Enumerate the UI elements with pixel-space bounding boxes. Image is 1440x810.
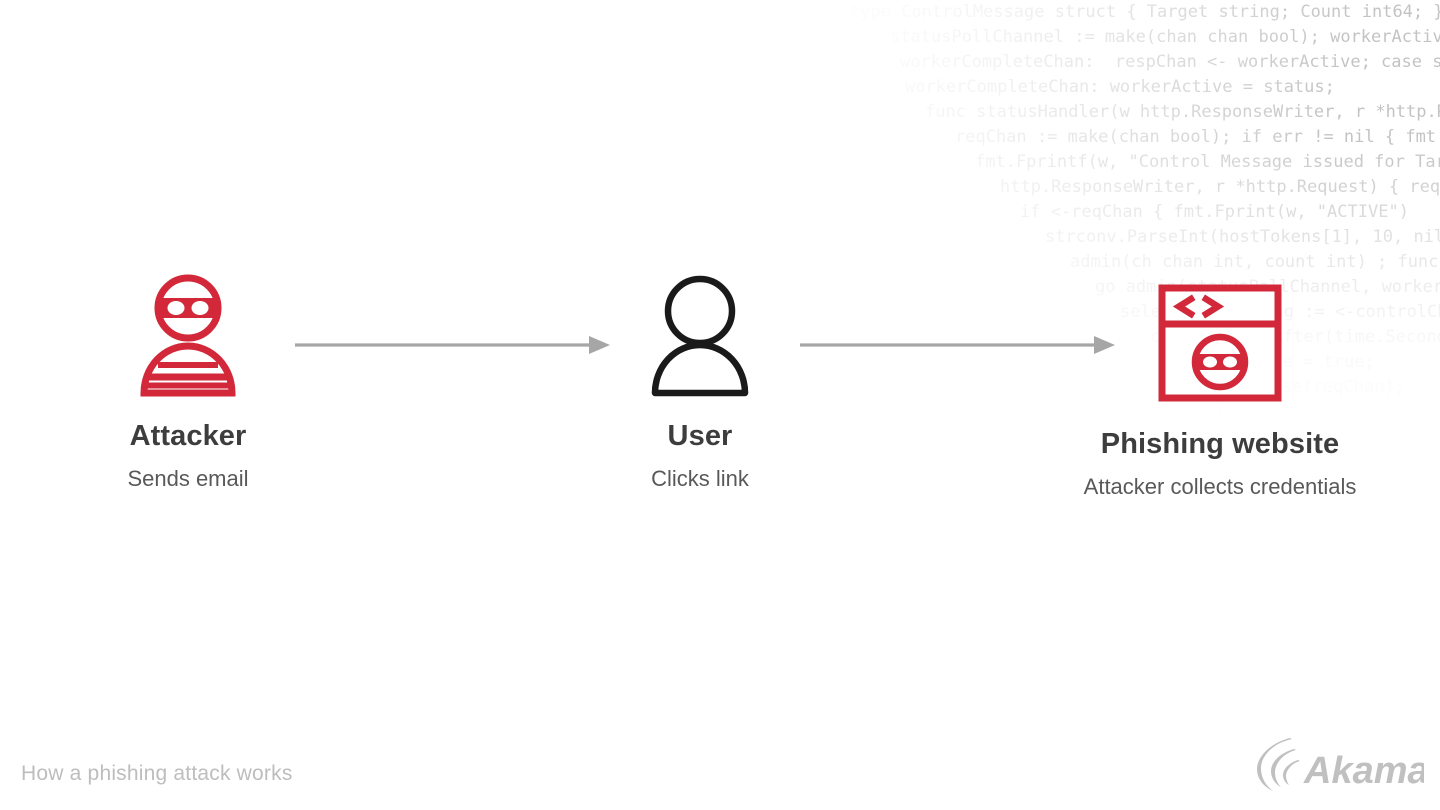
code-background-line: statusPollChannel := make(chan chan bool… xyxy=(890,27,1440,47)
page-caption: How a phishing attack works xyxy=(21,762,293,785)
akamai-swoosh-icon: Akamai xyxy=(1257,738,1440,792)
node-subtitle-attacker: Sends email xyxy=(127,466,249,491)
flow-node-attacker: Attacker Sends email xyxy=(53,270,323,494)
flow-node-user: User Clicks link xyxy=(565,270,835,494)
node-subtitle-user: Clicks link xyxy=(651,466,749,491)
code-background-line: func statusHandler(w http.ResponseWriter… xyxy=(925,102,1440,122)
person-outline-icon xyxy=(651,275,749,397)
code-background-line: reqChan := make(chan bool); if err != ni… xyxy=(955,127,1440,147)
right-arrow-icon xyxy=(295,336,610,354)
code-background-line: workerCompleteChan: workerActive = statu… xyxy=(905,77,1335,97)
node-title-attacker: Attacker xyxy=(129,420,247,452)
arrow-attacker-to-user xyxy=(295,333,610,357)
attacker-icon-wrapper xyxy=(53,270,323,400)
right-arrow-icon xyxy=(800,336,1115,354)
node-title-website: Phishing website xyxy=(1100,428,1340,460)
node-subtitle-website: Attacker collects credentials xyxy=(1083,474,1357,499)
flow-node-phishing-website: Phishing website Attacker collects crede… xyxy=(1055,278,1385,502)
code-background-line: if <-reqChan { fmt.Fprint(w, "ACTIVE") xyxy=(1020,202,1409,222)
code-background-line: fmt.Fprintf(w, "Control Message issued f… xyxy=(975,152,1440,172)
phishing-flow-diagram: Attacker Sends email User Clicks link xyxy=(0,270,1440,540)
code-background-line: strconv.ParseInt(hostTokens[1], 10, nil)… xyxy=(1045,227,1440,247)
user-icon-wrapper xyxy=(565,270,835,400)
node-title-user: User xyxy=(667,420,733,452)
phishing-browser-window-icon xyxy=(1158,284,1282,402)
akamai-wordmark: Akamai xyxy=(1303,750,1424,792)
akamai-logo: Akamai xyxy=(1254,735,1440,797)
code-background-line: workerCompleteChan: respChan <- workerAc… xyxy=(900,52,1440,72)
code-background-line: type ControlMessage struct { Target stri… xyxy=(850,2,1440,22)
masked-attacker-icon xyxy=(140,274,236,397)
arrow-user-to-website xyxy=(800,333,1115,357)
code-background-line: http.ResponseWriter, r *http.Request) { … xyxy=(1000,177,1440,197)
phishing-website-icon-wrapper xyxy=(1055,278,1385,408)
